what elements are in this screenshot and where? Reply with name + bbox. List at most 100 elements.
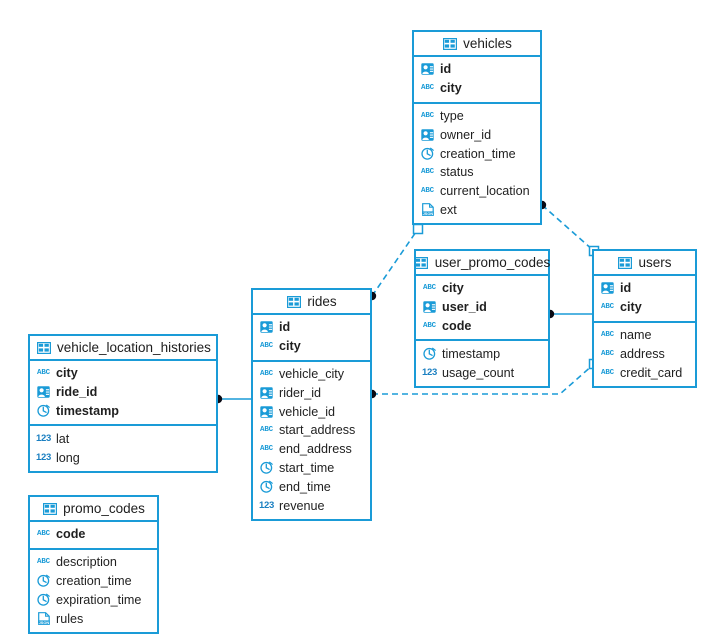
column-row[interactable]: JSON ext: [414, 201, 540, 220]
json-icon: JSON: [420, 203, 435, 217]
abc-text-icon: ABC: [37, 558, 50, 567]
table-title: vehicles: [463, 36, 512, 51]
table-title: promo_codes: [63, 501, 145, 516]
column-name: type: [440, 108, 464, 123]
relationship-vlh-rides: [213, 394, 251, 404]
column-row-pk[interactable]: id: [414, 60, 540, 79]
column-name: ext: [440, 202, 457, 217]
column-row-pk[interactable]: id: [594, 279, 695, 298]
clock-icon: [36, 574, 51, 588]
svg-text:JSON: JSON: [422, 211, 433, 216]
column-name: start_address: [279, 423, 356, 438]
column-row[interactable]: end_time: [253, 477, 370, 496]
column-row[interactable]: 123 long: [30, 448, 216, 467]
id-badge-icon: [259, 320, 274, 334]
abc-text-icon: ABC: [421, 111, 434, 120]
abc-text-icon: ABC: [601, 303, 614, 312]
abc-text-icon: ABC: [37, 530, 50, 539]
table-header-vehicles[interactable]: vehicles: [414, 32, 540, 57]
abc-text-icon: ABC: [37, 369, 50, 378]
column-name: status: [440, 165, 474, 180]
clock-icon: [259, 461, 274, 475]
id-badge-icon: [600, 281, 615, 295]
column-name: vehicle_city: [279, 366, 345, 381]
column-name: revenue: [279, 498, 325, 513]
column-row-pk[interactable]: id: [253, 318, 370, 337]
table-header-promo_codes[interactable]: promo_codes: [30, 497, 157, 522]
column-row[interactable]: rider_id: [253, 383, 370, 402]
column-name: owner_id: [440, 127, 492, 142]
id-badge-icon: [420, 128, 435, 142]
column-name: expiration_time: [56, 592, 142, 607]
column-row[interactable]: ABC status: [414, 163, 540, 182]
table-header-users[interactable]: users: [594, 251, 695, 276]
table-header-user_promo_codes[interactable]: user_promo_codes: [414, 251, 550, 276]
abc-text-icon: ABC: [421, 187, 434, 196]
table-icon: [42, 502, 57, 516]
abc-text-icon: ABC: [421, 168, 434, 177]
column-row-pk[interactable]: timestamp: [30, 402, 216, 421]
column-row[interactable]: expiration_time: [30, 590, 157, 609]
column-row[interactable]: vehicle_id: [253, 402, 370, 421]
column-row[interactable]: ABC type: [414, 107, 540, 126]
abc-text-icon: ABC: [423, 321, 436, 330]
column-name: city: [279, 339, 301, 354]
json-icon: JSON: [36, 612, 51, 626]
column-name: code: [56, 527, 86, 542]
column-row-pk[interactable]: ride_id: [30, 383, 216, 402]
column-row[interactable]: owner_id: [414, 125, 540, 144]
column-name: creation_time: [56, 573, 132, 588]
column-name: user_id: [442, 300, 487, 315]
column-row[interactable]: creation_time: [30, 572, 157, 591]
abc-text-icon: ABC: [601, 349, 614, 358]
column-row-pk[interactable]: ABC code: [30, 525, 157, 544]
table-header-vehicle_location_histories[interactable]: vehicle_location_histories: [30, 336, 216, 361]
column-row-pk[interactable]: user_id: [416, 298, 548, 317]
number-icon: 123: [422, 367, 437, 379]
column-row[interactable]: start_time: [253, 459, 370, 478]
column-name: long: [56, 450, 80, 465]
column-name: timestamp: [56, 403, 119, 418]
number-icon: 123: [36, 452, 51, 464]
table-header-rides[interactable]: rides: [253, 290, 370, 315]
abc-text-icon: ABC: [601, 330, 614, 339]
number-icon: 123: [259, 500, 274, 512]
table-title: rides: [307, 294, 337, 309]
relationship-endpoint-square: [412, 223, 424, 235]
column-row[interactable]: timestamp: [416, 344, 548, 363]
column-row[interactable]: creation_time: [414, 144, 540, 163]
column-row[interactable]: 123 revenue: [253, 496, 370, 515]
id-badge-icon: [259, 405, 274, 419]
column-name: end_address: [279, 442, 352, 457]
